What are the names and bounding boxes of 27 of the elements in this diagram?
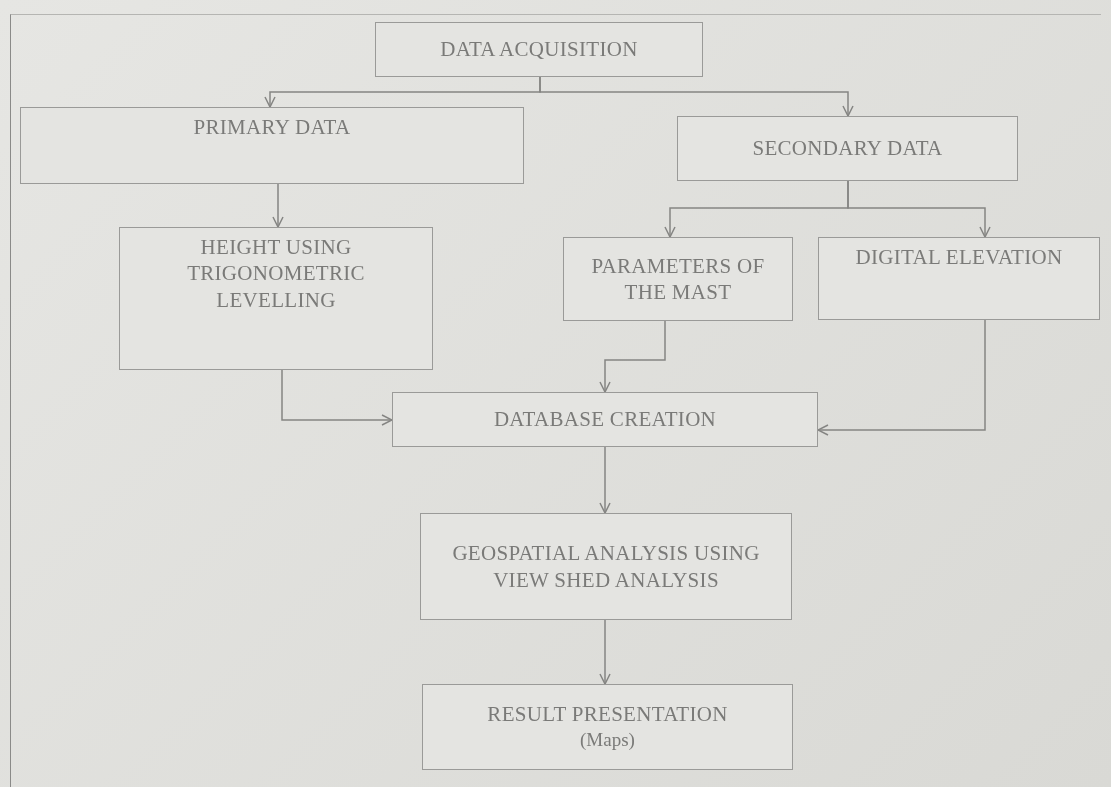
process-box — [818, 237, 1100, 320]
box-label: DATA ACQUISITION — [440, 36, 638, 63]
box-label: HEIGHT USING TRIGONOMETRIC LEVELLING — [186, 234, 366, 313]
arrow — [599, 619, 611, 685]
arrow — [599, 320, 666, 393]
process-box — [119, 227, 433, 370]
process-box — [420, 513, 792, 620]
arrow — [281, 369, 393, 426]
arrow — [847, 180, 991, 238]
arrow — [599, 446, 611, 514]
arrow — [817, 319, 986, 436]
arrow — [272, 183, 284, 228]
process-box — [422, 684, 793, 770]
box-label: DATABASE CREATION — [493, 406, 717, 433]
box-label: RESULT PRESENTATION — [487, 700, 728, 727]
box-label: SECONDARY DATA — [752, 135, 943, 162]
process-box — [392, 392, 818, 447]
process-box — [563, 237, 793, 321]
box-label: PARAMETERS OF THE MAST — [590, 252, 766, 306]
box-sublabel: (Maps) — [580, 727, 635, 752]
box-label: GEOSPATIAL ANALYSIS USING VIEW SHED ANALYSIS — [451, 540, 761, 593]
box-label: PRIMARY DATA — [193, 114, 351, 141]
box-label: DIGITAL ELEVATION — [855, 244, 1063, 271]
process-box — [375, 22, 703, 77]
process-box — [677, 116, 1018, 181]
process-box — [20, 107, 524, 184]
arrow — [539, 76, 854, 117]
